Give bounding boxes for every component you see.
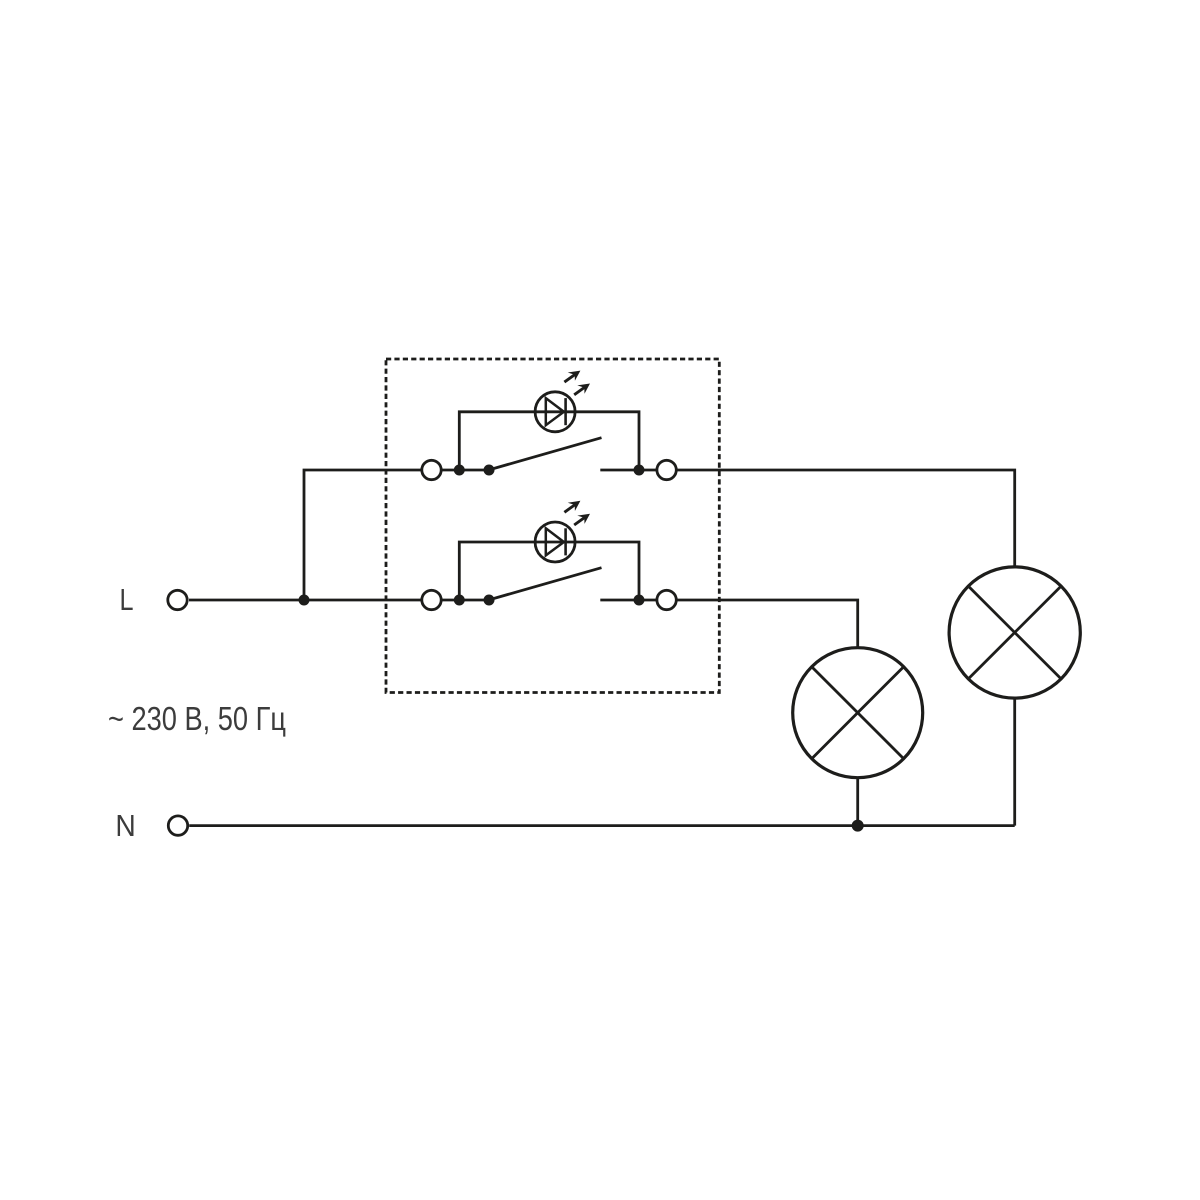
svg-text:N: N: [115, 809, 135, 843]
svg-text:~ 230 В, 50 Гц: ~ 230 В, 50 Гц: [108, 700, 286, 737]
svg-text:L: L: [120, 583, 134, 617]
